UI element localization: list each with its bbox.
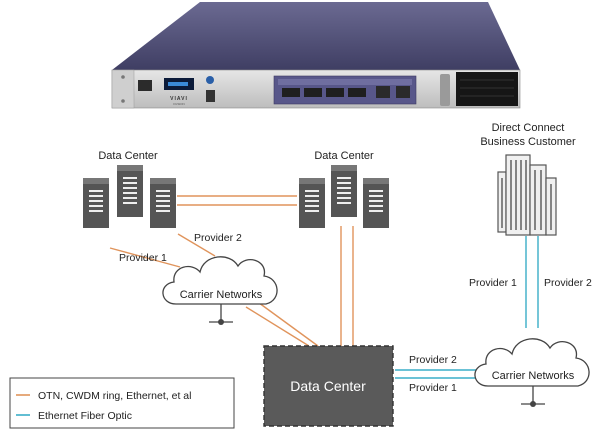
server-icon (299, 178, 325, 228)
device-mgmt-port (138, 80, 152, 91)
otn-link-carrier-to-dc (245, 306, 310, 347)
device-top-surface (112, 2, 520, 70)
otn-link-provider1 (109, 247, 181, 268)
provider2-top-label: Provider 2 (194, 232, 242, 244)
device-sfp-ports (282, 86, 410, 98)
device-power-button (206, 76, 214, 84)
device-usb-port (206, 90, 215, 102)
server-icon (150, 178, 176, 228)
device-brand-label: VIAVI (170, 96, 188, 102)
legend-label-otn: OTN, CWDM ring, Ethernet, et al (38, 390, 191, 402)
server-icon (83, 178, 109, 228)
server-icon (363, 178, 389, 228)
rack-device: VIAVI FUSION (111, 2, 521, 109)
cloud-icon (162, 256, 278, 325)
main-data-center-label: Data Center (290, 378, 366, 394)
otn-links (109, 195, 354, 347)
legend-label-fiber: Ethernet Fiber Optic (38, 410, 132, 422)
fiber-links (395, 236, 539, 379)
server-icon (117, 165, 143, 217)
device-handle (440, 74, 450, 106)
otn-link-provider2 (177, 233, 216, 257)
provider2-mid-label: Provider 2 (409, 354, 457, 366)
device-screw (121, 75, 125, 79)
device-vent (456, 72, 518, 106)
carrier-right-label: Carrier Networks (492, 370, 575, 382)
device-display-text (168, 82, 188, 86)
provider1-mid-label: Provider 1 (409, 382, 457, 394)
provider2-right-label: Provider 2 (544, 277, 592, 289)
device-screw (121, 99, 125, 103)
direct-connect-label-line2: Business Customer (480, 136, 576, 148)
server-group-right (299, 165, 389, 228)
device-module-strip (278, 79, 412, 85)
provider1-top-label: Provider 1 (119, 252, 167, 264)
device-model-label: FUSION (173, 102, 184, 106)
server-icon (331, 165, 357, 217)
direct-connect-label-line1: Direct Connect (492, 122, 565, 134)
legend-box (9, 377, 235, 429)
cloud-icon (474, 338, 590, 407)
dc-left-label: Data Center (98, 150, 158, 162)
server-group-left (83, 165, 176, 228)
device-left-ear (111, 69, 135, 109)
dc-right-label: Data Center (314, 150, 374, 162)
provider1-right-label: Provider 1 (469, 277, 517, 289)
main-data-center-box (263, 345, 394, 427)
office-building-icon (497, 154, 557, 236)
carrier-left-label: Carrier Networks (180, 289, 263, 301)
otn-link-carrier-to-dc (254, 299, 319, 347)
legend: OTN, CWDM ring, Ethernet, et al Ethernet… (9, 377, 235, 429)
